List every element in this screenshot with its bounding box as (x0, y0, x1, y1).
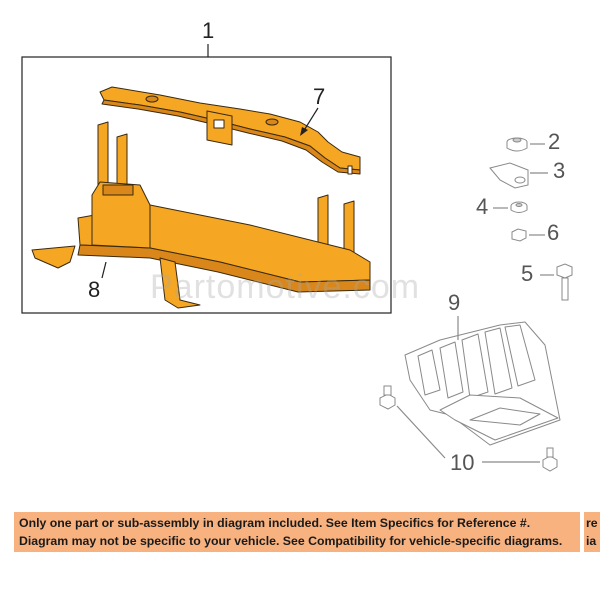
callout-9: 9 (448, 290, 461, 315)
callout-5: 5 (521, 261, 534, 286)
splash-shield (404, 321, 561, 446)
push-pin-left (379, 385, 396, 410)
bolt-part (556, 263, 573, 301)
disclaimer-band (14, 512, 580, 552)
callout-4: 4 (476, 194, 489, 219)
upper-tie-bar (99, 86, 361, 175)
callout-6: 6 (547, 220, 560, 245)
disclaimer-banner: Only one part or sub-assembly in diagram… (0, 512, 600, 552)
leader-line-7 (302, 107, 319, 133)
disclaimer-overflow-1: re (586, 516, 598, 530)
radiator-support (31, 121, 371, 309)
washer-part (510, 201, 528, 213)
leader-line-10a (396, 405, 446, 459)
callout-8: 8 (88, 277, 101, 302)
callout-1: 1 (202, 18, 215, 43)
push-pin-right (542, 447, 558, 472)
watermark-text: Partomotive.com (150, 268, 421, 306)
disclaimer-overflow-2: ia (586, 534, 597, 548)
callout-2: 2 (548, 129, 561, 154)
disclaimer-line-1: Only one part or sub-assembly in diagram… (19, 516, 531, 530)
bracket-part (489, 162, 529, 189)
callout-7: 7 (313, 84, 326, 109)
assembly-frame (21, 56, 392, 314)
grommet-part (506, 137, 528, 152)
disclaimer-stub (584, 512, 600, 552)
callout-3: 3 (553, 158, 566, 183)
nut-part (511, 228, 527, 242)
leader-line-8 (101, 261, 107, 279)
disclaimer-line-2: Diagram may not be specific to your vehi… (19, 534, 563, 548)
callout-10: 10 (450, 450, 475, 475)
